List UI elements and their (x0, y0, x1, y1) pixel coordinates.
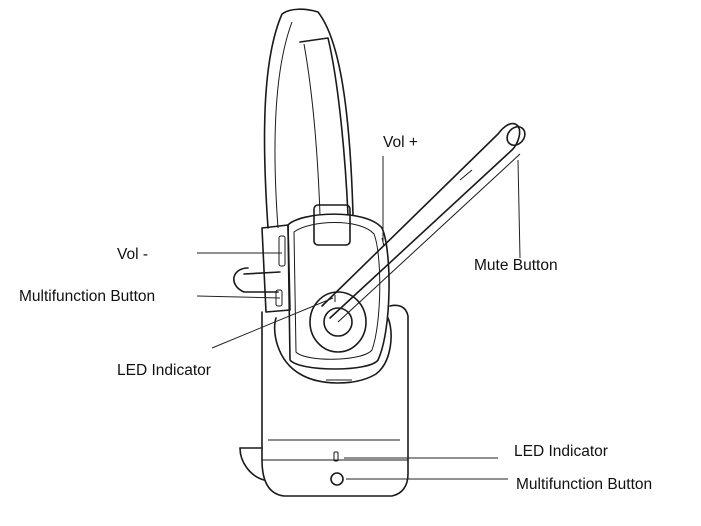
leader-mute (517, 159, 521, 259)
leader-led-left (211, 297, 334, 349)
label-mute-button: Mute Button (474, 257, 558, 274)
label-led-indicator-left: LED Indicator (117, 362, 211, 379)
label-led-indicator-base: LED Indicator (514, 443, 608, 460)
leader-multifunction-left (196, 295, 281, 299)
label-multifunction-button-base: Multifunction Button (516, 476, 653, 493)
charging-base (239, 304, 409, 497)
label-multifunction-button-left: Multifunction Button (19, 288, 156, 305)
headband (263, 8, 354, 229)
leader-lines (196, 156, 521, 480)
label-vol-minus: Vol - (117, 246, 149, 263)
label-vol-plus: Vol + (383, 134, 418, 151)
ear-cup (287, 204, 390, 370)
boom-mic (321, 122, 526, 323)
ear-clip (233, 224, 291, 313)
